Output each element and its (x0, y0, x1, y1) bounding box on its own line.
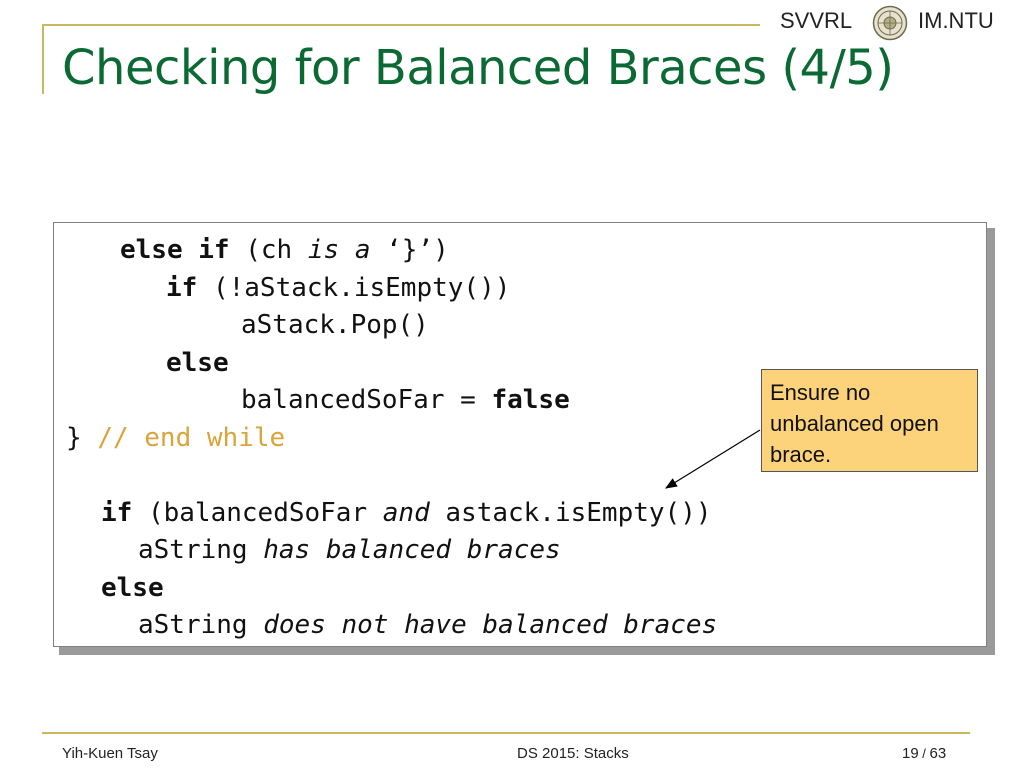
header-rule (42, 24, 760, 26)
code-line-1: else if (ch is a ‘}’) (120, 235, 449, 265)
footer-course: DS 2015: Stacks (517, 745, 629, 762)
org-label-imntu: IM.NTU (918, 8, 994, 33)
slide-title: Checking for Balanced Braces (4/5) (62, 40, 894, 96)
code-line-2: if (!aStack.isEmpty()) (166, 273, 511, 303)
code-line-3: aStack.Pop() (241, 310, 429, 340)
footer-author: Yih-Kuen Tsay (62, 745, 158, 762)
code-line-9: else (101, 573, 164, 603)
code-line-10: aString does not have balanced braces (138, 610, 718, 640)
university-seal-icon (872, 5, 908, 41)
page-total: 63 (929, 745, 947, 762)
code-line-5: balancedSoFar = false (241, 385, 570, 415)
org-label-svvrl: SVVRL (780, 8, 853, 33)
code-line-8: aString has balanced braces (138, 535, 561, 565)
code-line-6: } // end while (66, 423, 286, 453)
callout-note: Ensure no unbalanced open brace. (761, 369, 978, 472)
code-line-4: else (166, 348, 229, 378)
page-current: 19 (902, 745, 919, 762)
header-left-rule (42, 24, 44, 94)
page-number: 19 / 63 (902, 745, 947, 762)
footer-rule (42, 732, 970, 734)
code-line-7: if (balancedSoFar and astack.isEmpty()) (101, 498, 712, 528)
